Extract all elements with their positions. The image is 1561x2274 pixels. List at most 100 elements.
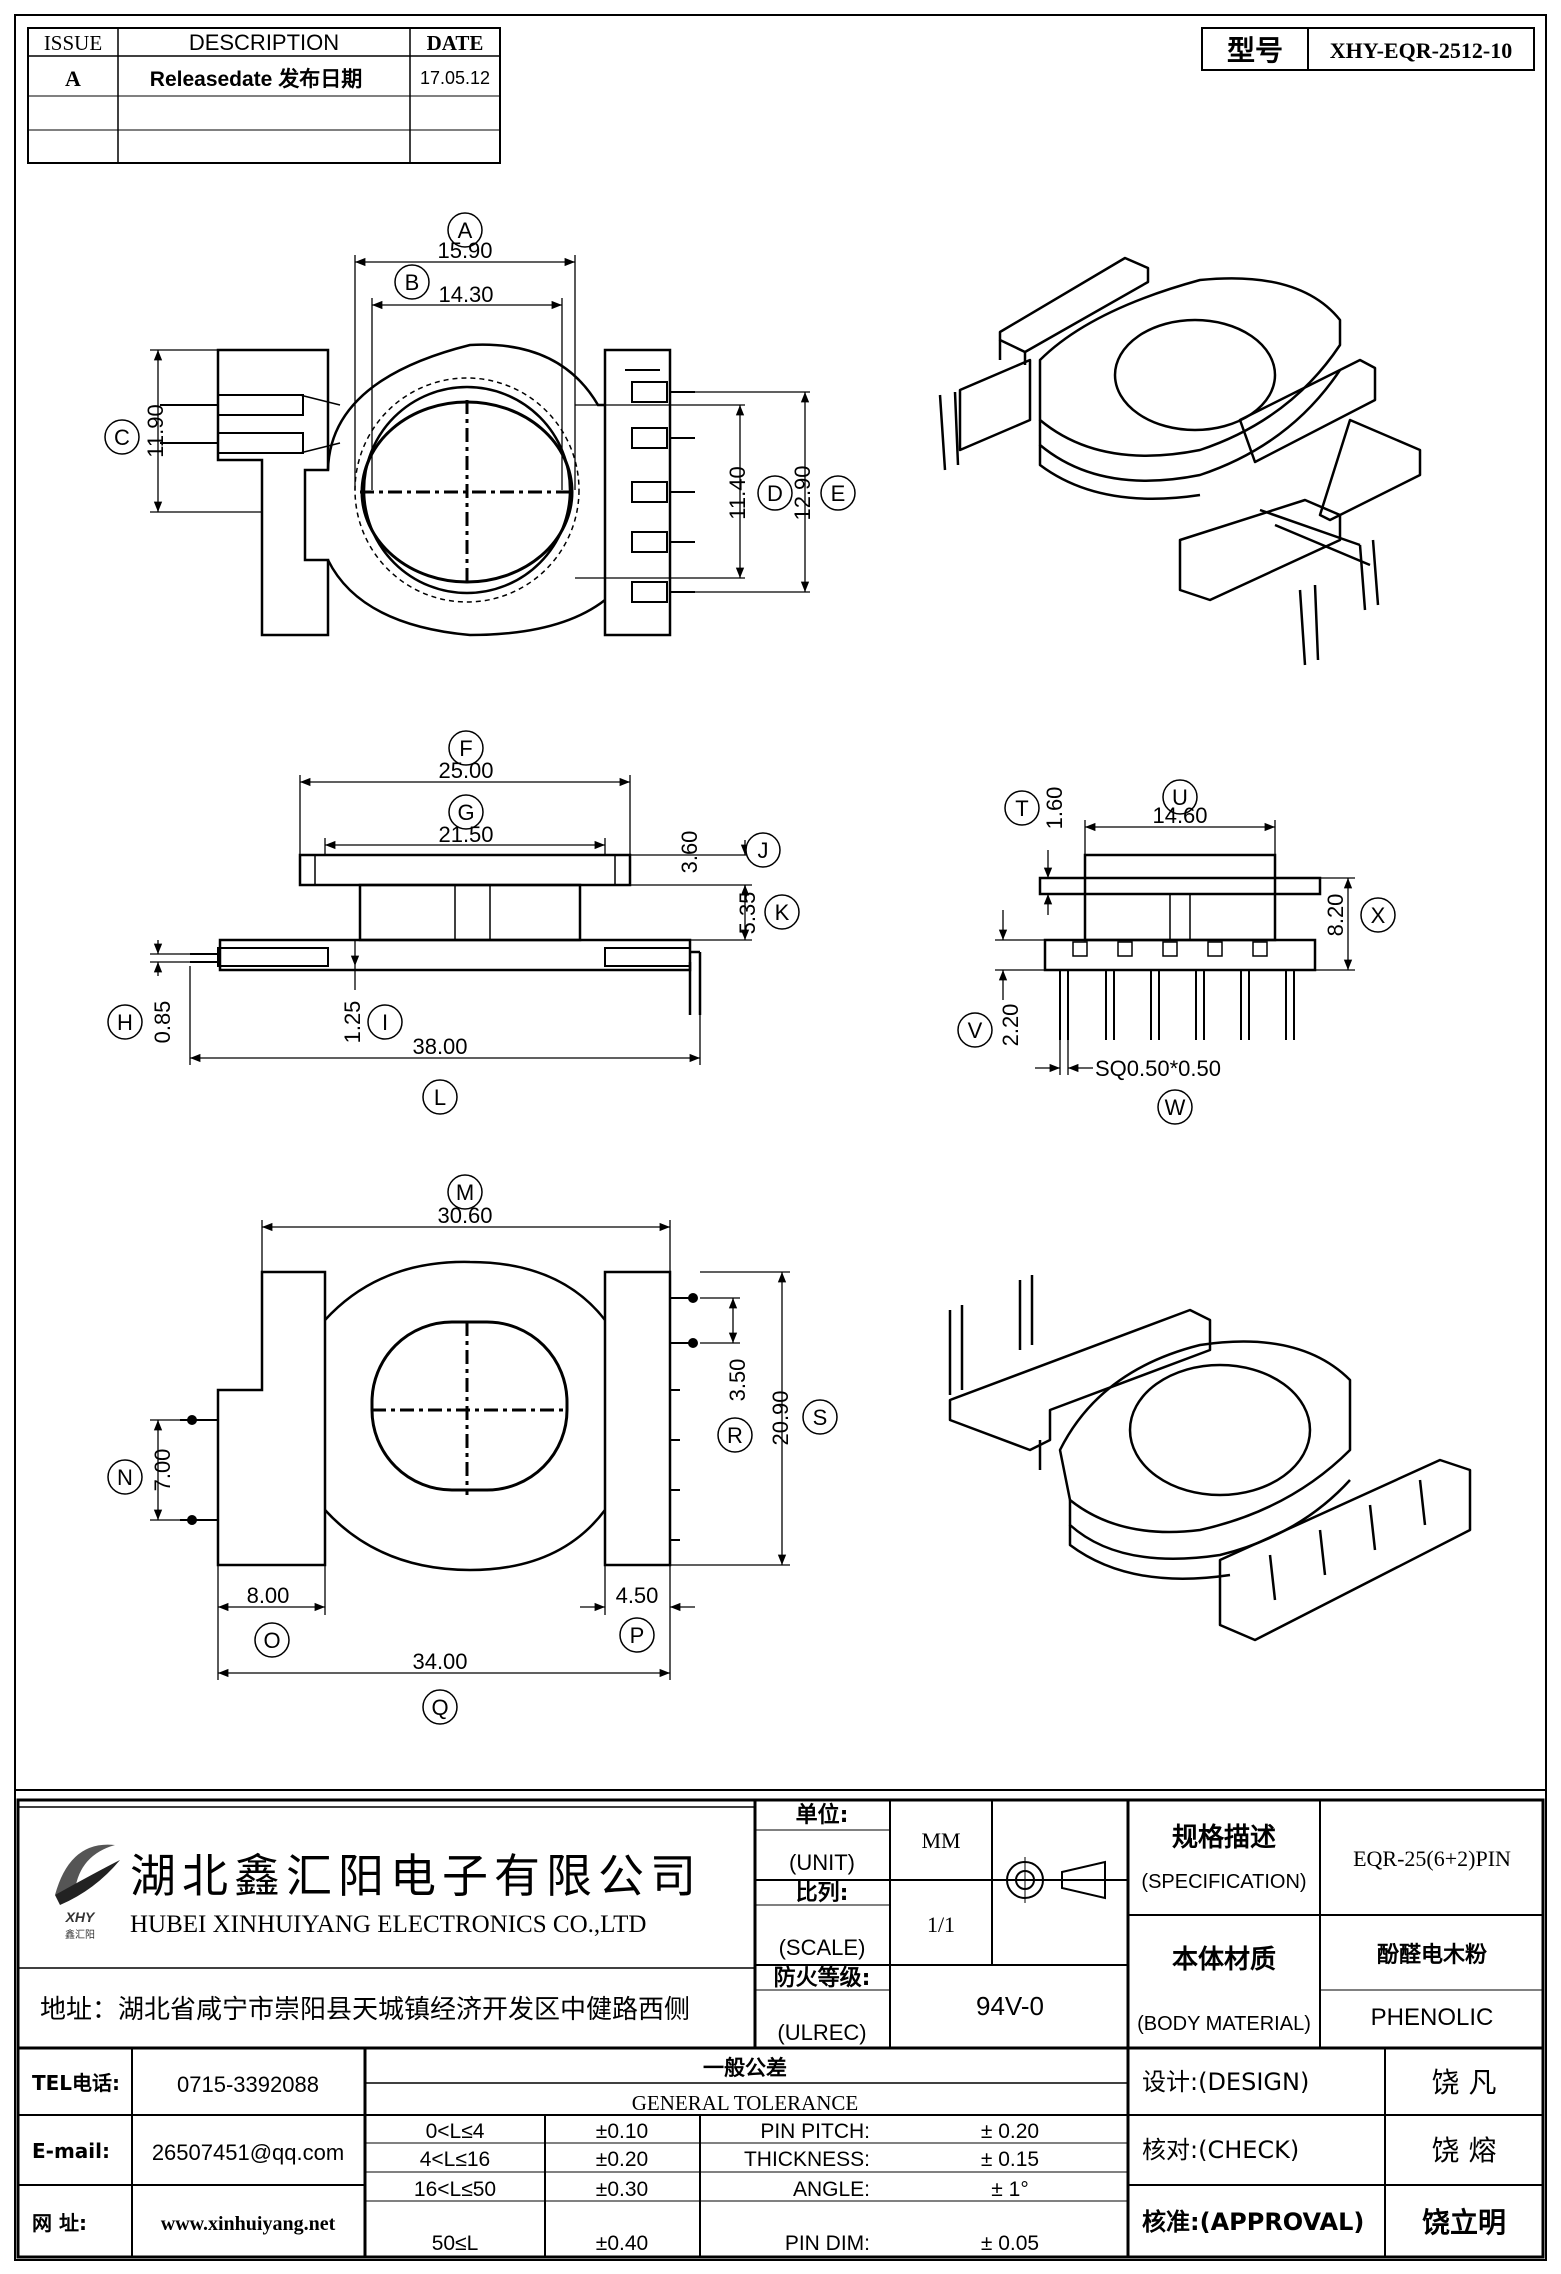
company-logo: XHY 鑫汇阳: [55, 1844, 120, 1941]
scale-en: (SCALE): [779, 1935, 866, 1960]
tol-range-3: 50≤L: [432, 2232, 479, 2255]
dim-letter-V: V: [968, 1018, 983, 1043]
web-value: www.xinhuiyang.net: [161, 2213, 336, 2235]
dim-letter-B: B: [405, 270, 420, 295]
general-tolerance: 一般公差 GENERAL TOLERANCE 0<L≤4 ±0.10 4<L≤1…: [414, 2056, 1039, 2255]
ul-value: 94V-0: [976, 1991, 1044, 2021]
dim-letter-K: K: [775, 900, 790, 925]
dimension-lines: [150, 255, 1355, 1680]
title-block: [15, 1789, 1546, 2259]
dim-letter-C: C: [114, 425, 130, 450]
dim-letter-A: A: [458, 218, 473, 243]
dim-value-D: 11.40: [725, 466, 750, 519]
side-view: [190, 853, 702, 1015]
tel-value: 0715-3392088: [177, 2072, 319, 2097]
design-label: 设计:(DESIGN): [1142, 2068, 1309, 2096]
dim-value-W: SQ0.50*0.50: [1095, 1056, 1221, 1081]
dim-letter-I: I: [382, 1010, 388, 1035]
unit-en: (UNIT): [789, 1850, 855, 1875]
model-box: 型号 XHY-EQR-2512-10: [1201, 27, 1535, 71]
approvals: 设计:(DESIGN) 饶 凡 核对:(CHECK) 饶 熔 核准:(APPRO…: [1142, 2066, 1506, 2239]
logo-text: XHY: [65, 1909, 96, 1925]
unit-scale-ul: 单位: (UNIT) MM 比列: (SCALE) 1/1 防火等级: (ULR…: [774, 1802, 1044, 2045]
material-value-cn: 酚醛电木粉: [1377, 1943, 1487, 1968]
tol-item-value-1: ± 0.15: [981, 2148, 1039, 2171]
dim-value-V: 2.20: [998, 1004, 1023, 1047]
tol-value-1: ±0.20: [596, 2148, 648, 2171]
rev-header-issue: ISSUE: [44, 31, 102, 55]
tol-item-label-1: THICKNESS:: [744, 2148, 870, 2171]
contact-info: TEL电话: 0715-3392088 E-mail: 26507451@qq.…: [32, 2071, 344, 2235]
isometric-view-bottom: [948, 1275, 1472, 1642]
dim-value-U: 14.60: [1152, 803, 1207, 828]
dim-letter-Q: Q: [431, 1695, 448, 1720]
email-value: 26507451@qq.com: [152, 2140, 344, 2165]
dim-letter-X: X: [1371, 903, 1386, 928]
ul-cn: 防火等级:: [774, 1965, 871, 1991]
approval-label: 核准:(APPROVAL): [1142, 2208, 1364, 2236]
tolerance-title-cn: 一般公差: [703, 2056, 787, 2080]
material-value-en: PHENOLIC: [1371, 2004, 1494, 2031]
dim-value-O: 8.00: [247, 1583, 290, 1608]
rev-row-description: Releasedate 发布日期: [150, 67, 362, 91]
company-name-en: HUBEI XINHUIYANG ELECTRONICS CO.,LTD: [130, 1911, 646, 1938]
spec-cn: 规格描述: [1172, 1822, 1276, 1853]
dim-value-M: 30.60: [437, 1203, 492, 1228]
dim-value-X: 8.20: [1323, 894, 1348, 937]
tol-item-label-0: PIN PITCH:: [760, 2120, 870, 2143]
dim-letter-S: S: [813, 1405, 828, 1430]
top-view: [160, 343, 695, 637]
dim-value-B: 14.30: [438, 282, 493, 307]
dim-value-Q: 34.00: [412, 1649, 467, 1674]
revision-table: ISSUE DESCRIPTION DATE A Releasedate 发布日…: [27, 27, 501, 164]
material-en: (BODY MATERIAL): [1137, 2013, 1311, 2035]
spec-en: (SPECIFICATION): [1141, 1871, 1306, 1893]
unit-value: MM: [921, 1828, 960, 1853]
tol-item-value-3: ± 0.05: [981, 2232, 1039, 2255]
scale-cn: 比列:: [796, 1881, 849, 1906]
dim-value-S: 20.90: [768, 1390, 793, 1445]
model-label: 型号: [1227, 34, 1283, 67]
tol-item-value-0: ± 0.20: [981, 2120, 1039, 2143]
unit-cn: 单位:: [796, 1802, 849, 1828]
design-value: 饶 凡: [1432, 2066, 1497, 2099]
dim-value-T: 1.60: [1042, 787, 1067, 830]
tol-item-label-3: PIN DIM:: [785, 2232, 870, 2255]
dim-letter-F: F: [459, 736, 472, 761]
scale-value: 1/1: [927, 1912, 955, 1937]
tol-range-0: 0<L≤4: [426, 2120, 485, 2143]
sheet-border: [14, 14, 1547, 2261]
dim-value-H: 0.85: [150, 1001, 175, 1044]
dim-letter-H: H: [117, 1010, 133, 1035]
company-info: 湖北鑫汇阳电子有限公司 HUBEI XINHUIYANG ELECTRONICS…: [40, 1849, 696, 2025]
dim-letter-E: E: [831, 481, 846, 506]
tol-item-value-2: ± 1°: [991, 2178, 1028, 2201]
dim-letter-O: O: [263, 1628, 280, 1653]
spec-value: EQR-25(6+2)PIN: [1353, 1846, 1511, 1871]
dim-value-F: 25.00: [438, 758, 493, 783]
model-value: XHY-EQR-2512-10: [1330, 38, 1513, 63]
approval-value: 饶立明: [1422, 2206, 1506, 2239]
tol-value-0: ±0.10: [596, 2120, 648, 2143]
tel-label: TEL电话:: [32, 2071, 120, 2095]
material-cn: 本体材质: [1172, 1945, 1276, 1975]
dim-letter-D: D: [767, 481, 783, 506]
dim-value-J: 3.60: [677, 831, 702, 874]
tol-range-1: 4<L≤16: [420, 2148, 491, 2171]
tol-range-2: 16<L≤50: [414, 2178, 496, 2201]
dim-value-K: 5.35: [735, 892, 760, 935]
dim-letter-L: L: [434, 1085, 446, 1110]
dim-value-R: 3.50: [725, 1359, 750, 1402]
dim-letter-N: N: [117, 1465, 133, 1490]
check-label: 核对:(CHECK): [1142, 2136, 1299, 2164]
logo-subtext: 鑫汇阳: [65, 1928, 95, 1941]
web-label: 网 址:: [32, 2211, 87, 2235]
projection-symbol-icon: [1002, 1857, 1106, 1903]
dim-value-I: 1.25: [340, 1001, 365, 1044]
dim-value-G: 21.50: [438, 822, 493, 847]
dim-value-P: 4.50: [616, 1583, 659, 1608]
dim-value-A: 15.90: [437, 238, 492, 263]
email-label: E-mail:: [32, 2139, 110, 2163]
dim-value-L: 38.00: [412, 1034, 467, 1059]
